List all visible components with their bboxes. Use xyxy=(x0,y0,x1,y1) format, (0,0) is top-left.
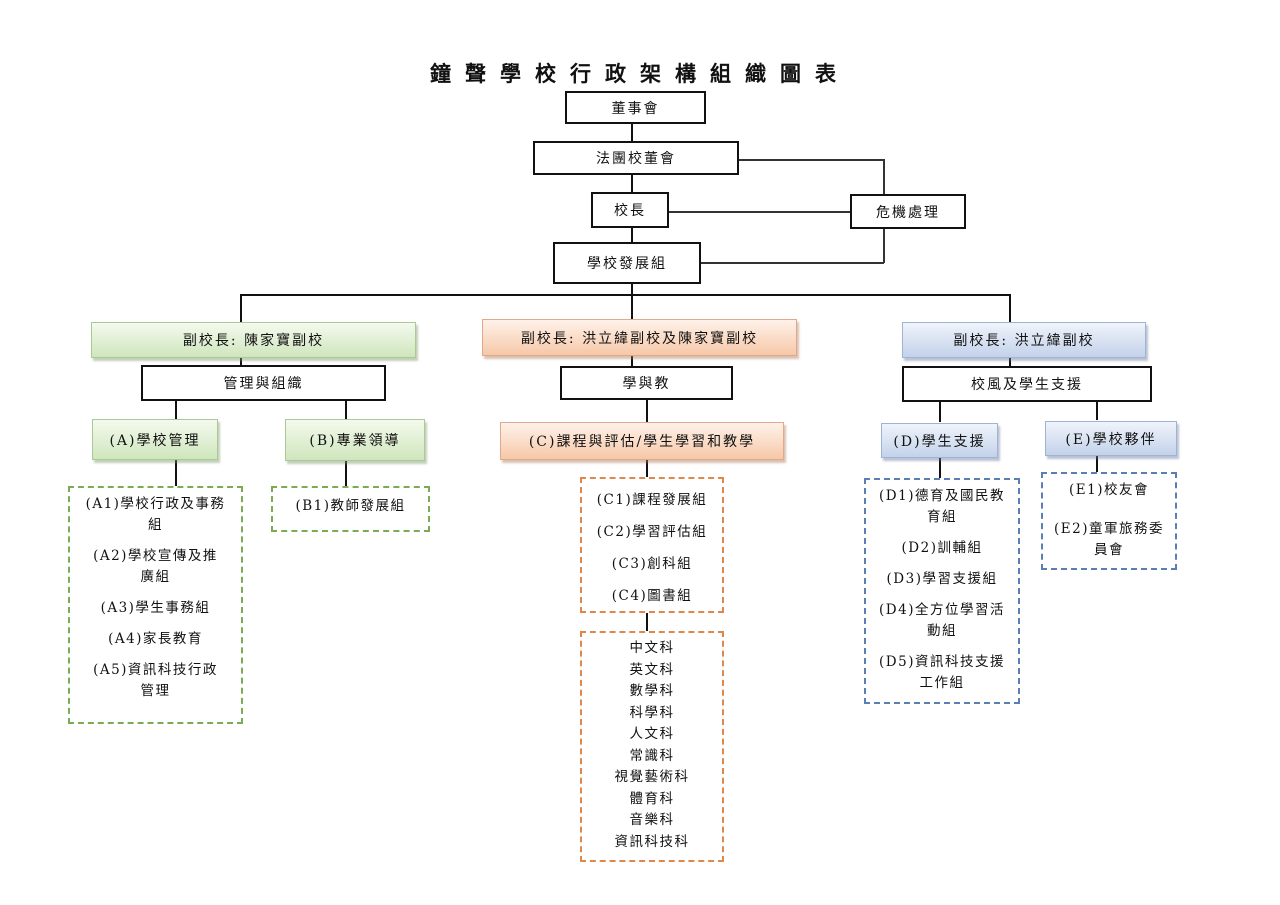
group-e-label: (E)學校夥伴 xyxy=(1065,431,1157,448)
vice-principal-green[interactable]: 副校長: 陳家寶副校 xyxy=(91,322,416,358)
connector-incorporated-to-principal xyxy=(631,174,633,192)
connector-green-vp-to-domain xyxy=(240,357,242,366)
principal-box[interactable]: 校長 xyxy=(591,192,669,228)
list-item[interactable]: (A3)學生事務組 xyxy=(100,600,211,616)
vice-principal-blue[interactable]: 副校長: 洪立緯副校 xyxy=(902,322,1146,358)
list-item[interactable]: (C2)學習評估組 xyxy=(596,524,708,540)
list-item[interactable]: (E1)校友會 xyxy=(1069,482,1149,498)
connector-items-to-subjects xyxy=(646,612,648,632)
group-e[interactable]: (E)學校夥伴 xyxy=(1045,421,1177,456)
list-item[interactable]: (C1)課程發展組 xyxy=(596,492,708,508)
connector-bus-to-green xyxy=(240,294,242,322)
group-d-items: (D1)德育及國民教育組 (D2)訓輔組 (D3)學習支援組 (D4)全方位學習… xyxy=(864,478,1020,704)
connector-a-to-items xyxy=(175,460,177,486)
connector-principal-to-crisis xyxy=(668,211,850,213)
group-a-label: (A)學校管理 xyxy=(109,432,201,449)
list-item[interactable]: (D1)德育及國民教育組 xyxy=(879,488,1005,525)
group-a-items: (A1)學校行政及事務組 (A2)學校宣傳及推廣組 (A3)學生事務組 (A4)… xyxy=(68,486,243,724)
subject-item[interactable]: 人文科 xyxy=(629,726,675,742)
development-box[interactable]: 學校發展組 xyxy=(553,242,701,284)
connector-d-to-items xyxy=(939,458,941,478)
principal-label: 校長 xyxy=(614,203,646,219)
group-c-items: (C1)課程發展組 (C2)學習評估組 (C3)創科組 (C4)圖書組 xyxy=(580,477,724,613)
domain-student-support-label: 校風及學生支援 xyxy=(971,377,1083,393)
domain-management[interactable]: 管理與組織 xyxy=(141,365,386,401)
list-item[interactable]: (C4)圖書組 xyxy=(611,588,693,604)
list-item[interactable]: (A1)學校行政及事務組 xyxy=(85,496,226,533)
vice-principal-green-label: 副校長: 陳家寶副校 xyxy=(182,333,325,349)
connector-incorporated-to-crisis-v xyxy=(883,159,885,194)
connector-bus-to-blue xyxy=(1009,294,1011,322)
list-item[interactable]: (A5)資訊科技行政管理 xyxy=(93,662,218,699)
group-b-items: (B1)教師發展組 xyxy=(271,486,430,532)
vice-principal-orange-label: 副校長: 洪立緯副校及陳家寶副校 xyxy=(520,330,759,347)
list-item[interactable]: (A4)家長教育 xyxy=(108,631,203,647)
connector-incorporated-to-crisis-h xyxy=(739,159,884,161)
connector-domain-to-d xyxy=(939,402,941,422)
connector-domain-to-a xyxy=(175,400,177,420)
connector-domain-to-c xyxy=(646,399,648,422)
subject-item[interactable]: 資訊科技科 xyxy=(614,833,690,850)
connector-bus-to-orange xyxy=(631,294,633,322)
connector-crisis-to-development-h xyxy=(700,262,884,264)
list-item[interactable]: (D5)資訊科技支援工作組 xyxy=(879,654,1005,691)
development-label: 學校發展組 xyxy=(587,256,667,272)
connector-orange-vp-to-domain xyxy=(631,355,633,366)
crisis-box[interactable]: 危機處理 xyxy=(850,194,966,229)
list-item[interactable]: (B1)教師發展組 xyxy=(295,498,406,514)
group-c[interactable]: (C)課程與評估/學生學習和教學 xyxy=(500,422,784,460)
domain-learning-teaching-label: 學與教 xyxy=(622,376,671,392)
incorporated-board-label: 法團校董會 xyxy=(596,151,676,167)
subject-item[interactable]: 科學科 xyxy=(629,704,675,721)
group-d[interactable]: (D)學生支援 xyxy=(881,423,998,458)
subject-item[interactable]: 視覺藝術科 xyxy=(614,769,690,785)
list-item[interactable]: (D2)訓輔組 xyxy=(901,540,983,556)
crisis-label: 危機處理 xyxy=(876,204,940,221)
connector-b-to-items xyxy=(345,460,347,486)
subject-item[interactable]: 中文科 xyxy=(629,640,675,656)
connector-c-to-items xyxy=(646,459,648,477)
domain-learning-teaching[interactable]: 學與教 xyxy=(560,366,733,400)
group-e-items: (E1)校友會 (E2)童軍旅務委員會 xyxy=(1041,472,1177,570)
board-label: 董事會 xyxy=(611,100,660,117)
connector-domain-to-b xyxy=(345,400,347,420)
connector-domain-to-e xyxy=(1096,402,1098,420)
connector-board-to-incorporated xyxy=(631,123,633,141)
list-item[interactable]: (C3)創科組 xyxy=(611,556,693,572)
group-c-label: (C)課程與評估/學生學習和教學 xyxy=(528,434,756,450)
connector-principal-to-development xyxy=(631,227,633,242)
connector-development-to-bus xyxy=(631,283,633,296)
group-a[interactable]: (A)學校管理 xyxy=(92,419,218,460)
chart-title: 鐘聲學校行政架構組織圖表 xyxy=(430,61,850,86)
subject-item[interactable]: 數學科 xyxy=(629,683,675,699)
board-box[interactable]: 董事會 xyxy=(565,91,706,124)
vice-principal-blue-label: 副校長: 洪立緯副校 xyxy=(953,333,1095,349)
domain-student-support[interactable]: 校風及學生支援 xyxy=(902,366,1152,402)
connector-blue-vp-to-domain xyxy=(1009,357,1011,366)
subject-item[interactable]: 體育科 xyxy=(629,790,675,807)
list-item[interactable]: (D3)學習支援組 xyxy=(886,571,998,587)
subject-item[interactable]: 英文科 xyxy=(629,661,675,678)
list-item[interactable]: (A2)學校宣傳及推廣組 xyxy=(93,548,218,585)
vice-principal-orange[interactable]: 副校長: 洪立緯副校及陳家寶副校 xyxy=(482,319,797,356)
subject-item[interactable]: 常識科 xyxy=(629,747,675,764)
subject-item[interactable]: 音樂科 xyxy=(629,812,675,828)
connector-crisis-to-development-v xyxy=(883,228,885,263)
list-item[interactable]: (E2)童軍旅務委員會 xyxy=(1054,521,1164,558)
group-b-label: (B)專業領導 xyxy=(309,433,401,449)
list-item[interactable]: (D4)全方位學習活動組 xyxy=(879,602,1005,639)
incorporated-board-box[interactable]: 法團校董會 xyxy=(533,141,739,175)
group-d-label: (D)學生支援 xyxy=(893,433,986,450)
connector-e-to-items xyxy=(1096,456,1098,474)
horizontal-bus xyxy=(240,294,1011,296)
subjects-list: 中文科 英文科 數學科 科學科 人文科 常識科 視覺藝術科 體育科 音樂科 資訊… xyxy=(580,631,724,862)
group-b[interactable]: (B)專業領導 xyxy=(285,419,425,461)
domain-management-label: 管理與組織 xyxy=(223,376,304,392)
